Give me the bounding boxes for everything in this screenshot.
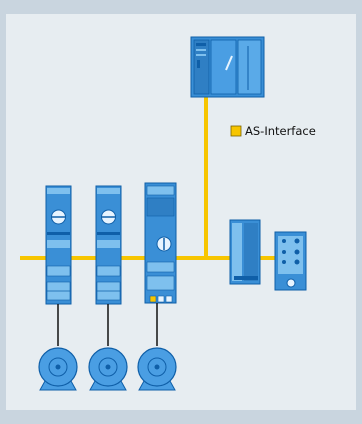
motor-starter-1 [45,185,72,305]
motor-3 [137,347,177,391]
as-i-terminal [149,295,157,303]
io-module [274,231,307,291]
legend-label: AS-Interface [245,124,316,138]
motor-starter-2 [95,185,122,305]
bus-vertical-line [204,96,208,258]
motor-1 [38,347,78,391]
legend-swatch [230,125,242,137]
motor-starter-3 [144,182,177,304]
motor-cables [57,303,158,346]
motor-2 [88,347,128,391]
plc-controller [190,36,265,98]
legend: AS-Interface [230,124,316,138]
power-supply-module [229,219,261,285]
